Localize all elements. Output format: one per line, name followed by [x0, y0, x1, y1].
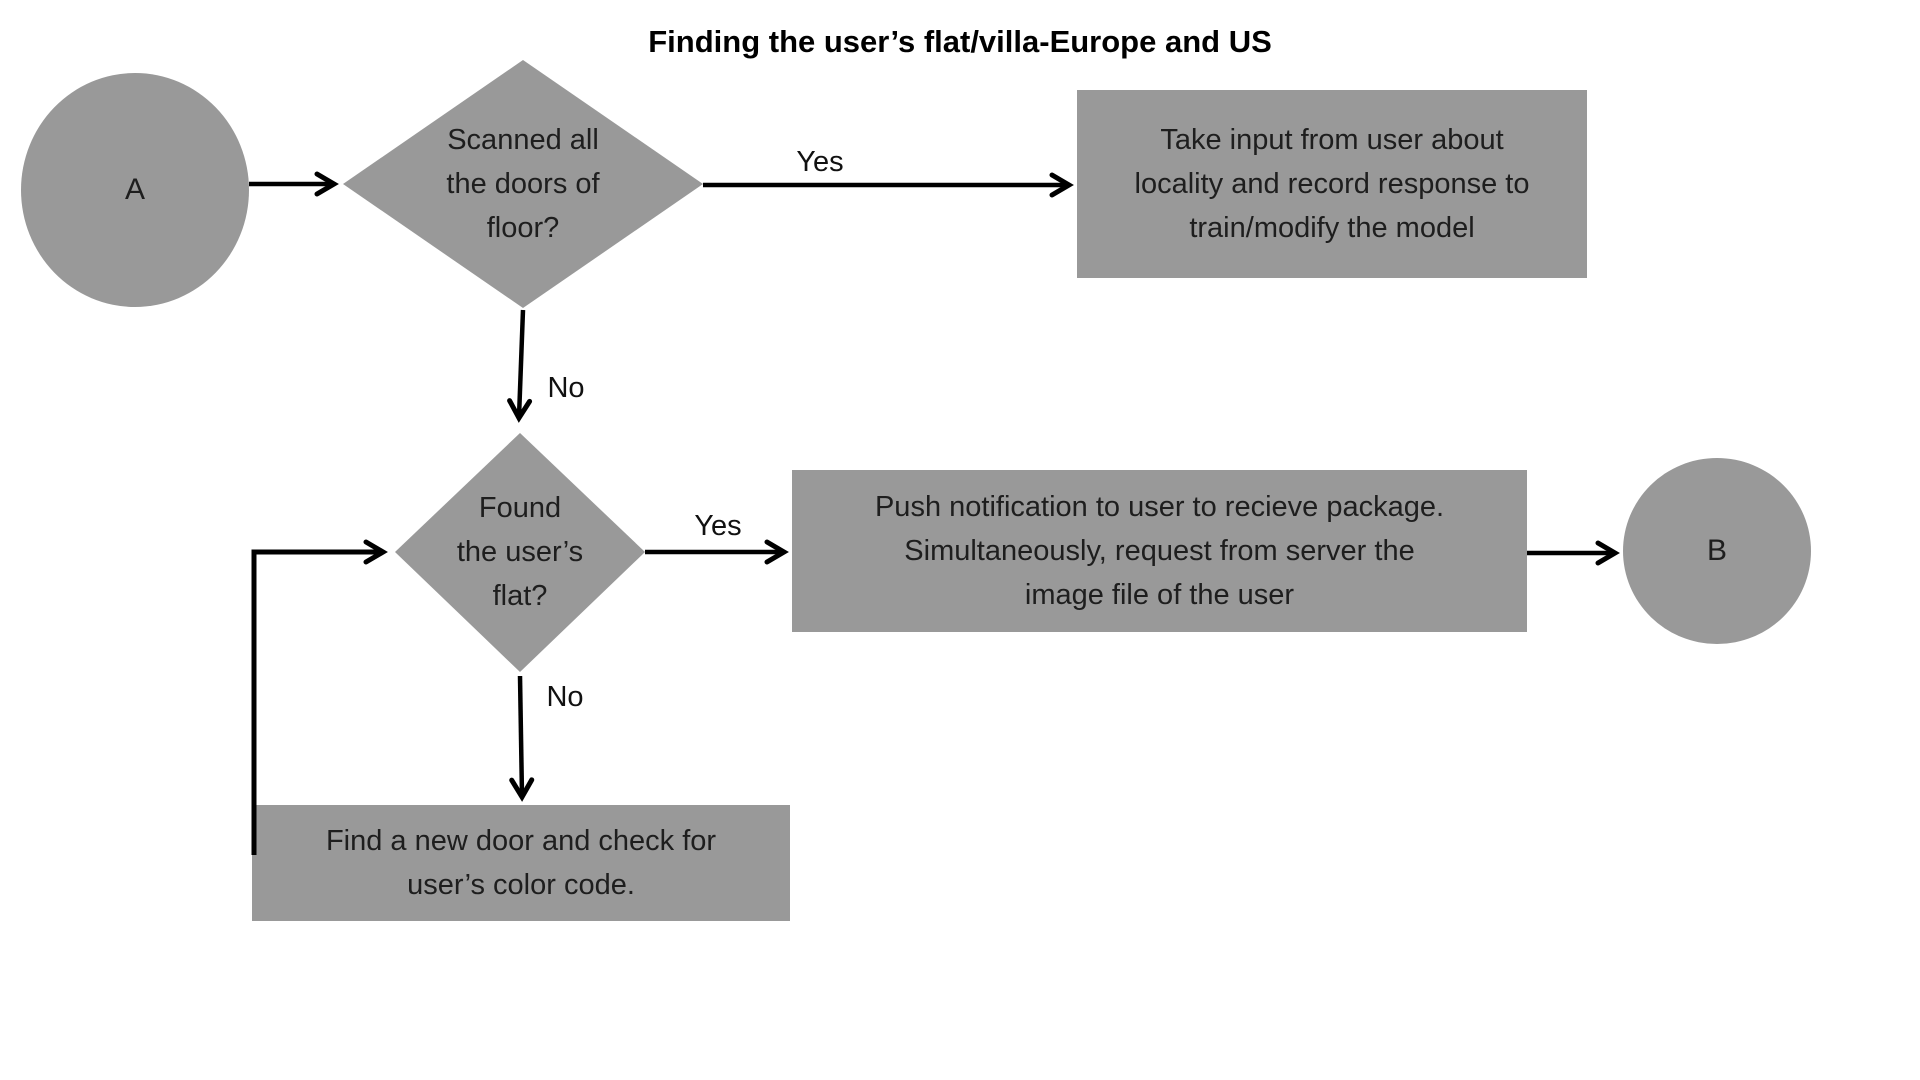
decision2-no-label: No [546, 681, 584, 713]
start-node-circle [21, 73, 249, 307]
process-take-input-box [1077, 90, 1587, 278]
end-node-circle [1623, 458, 1811, 644]
process-take-input-line: Take input from user about [1160, 124, 1504, 156]
process-push-notification-label: Push notification to user to recieve pac… [792, 470, 1527, 632]
end-node-label: B [1706, 534, 1727, 567]
decision1-label: Scanned all the doors of floor? [393, 118, 653, 250]
decision2-label: Found the user’s flat? [410, 486, 630, 618]
process-find-door-label: Find a new door and check for user’s col… [252, 805, 790, 921]
edge-decision2-no [509, 675, 535, 802]
edge-decision1-no [507, 309, 533, 423]
process-push-line: Push notification to user to recieve pac… [874, 491, 1445, 523]
process-find-door-line: user’s color code. [407, 869, 635, 901]
diagram-title: Finding the user’s flat/villa-Europe and… [648, 24, 1272, 59]
decision2-line: flat? [492, 580, 548, 612]
decision2-line: the user’s [456, 536, 584, 568]
process-take-input-label: Take input from user about locality and … [1077, 90, 1587, 278]
decision1-no-label: No [547, 372, 585, 404]
process-push-notification-box [792, 470, 1527, 632]
decision2-yes-label: Yes [694, 510, 742, 542]
decision1-line: the doors of [446, 168, 600, 200]
process-push-line: Simultaneously, request from server the [904, 535, 1415, 567]
decision1-line: Scanned all [447, 124, 599, 156]
start-node-label: A [124, 173, 145, 206]
decision2-diamond [395, 433, 645, 672]
process-push-line: image file of the user [1024, 579, 1295, 611]
decision1-yes-label: Yes [796, 146, 844, 178]
process-take-input-line: train/modify the model [1189, 212, 1475, 244]
edge-loop-back [251, 539, 388, 855]
decision1-diamond [343, 60, 703, 308]
decision1-line: floor? [486, 212, 560, 244]
process-find-door-line: Find a new door and check for [325, 825, 717, 857]
process-take-input-line: locality and record response to [1134, 168, 1530, 200]
decision2-line: Found [478, 492, 562, 524]
process-find-door-box [252, 805, 790, 921]
